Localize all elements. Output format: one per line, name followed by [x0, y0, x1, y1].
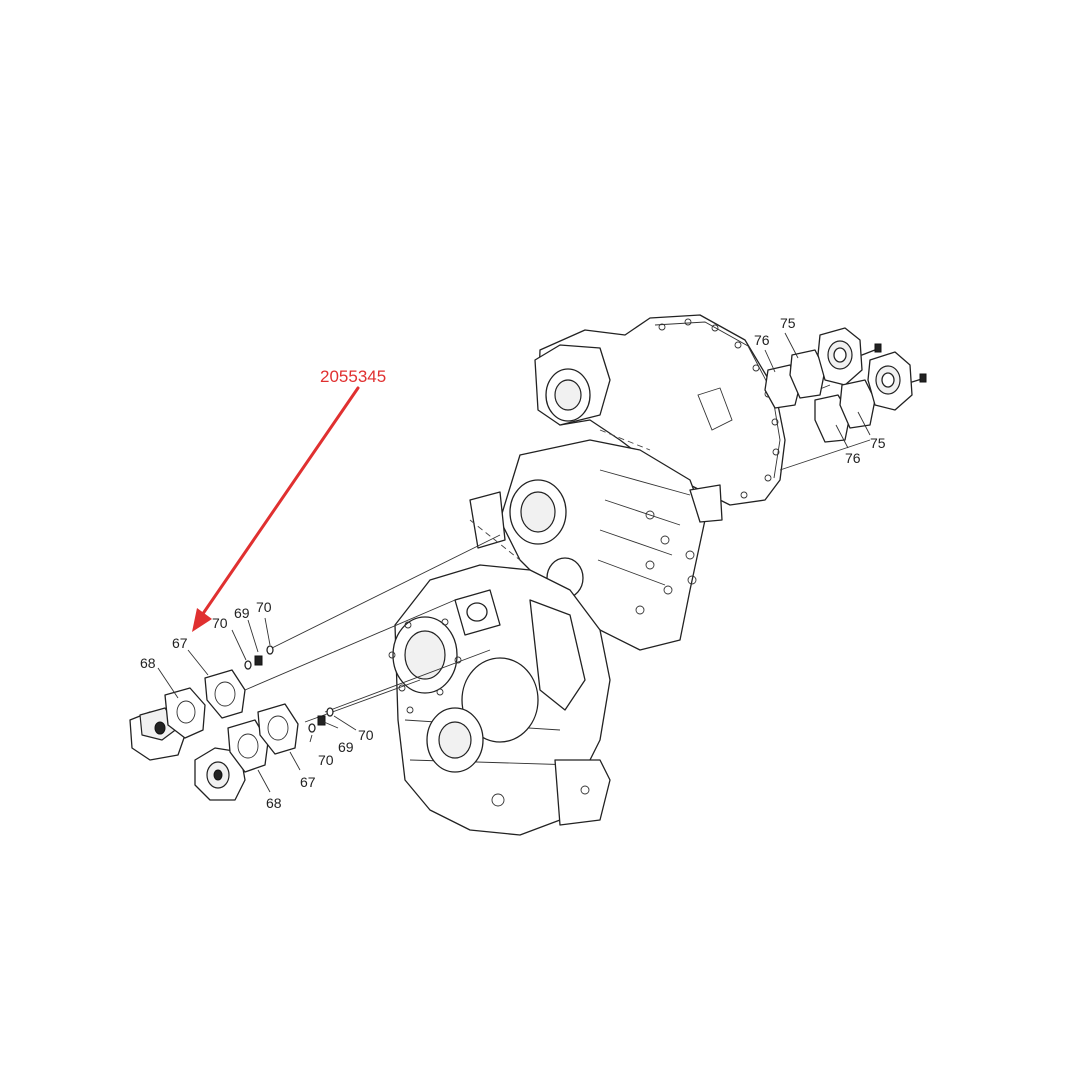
reference-part-number: 2055345 [320, 367, 386, 386]
callout-68-upper: 68 [140, 655, 156, 671]
front-cover-assembly-lower [194, 703, 334, 801]
reference-arrow [192, 386, 360, 632]
assembly-axis-lines [244, 384, 871, 723]
callout-70-a: 70 [212, 615, 228, 631]
callout-70-c: 70 [318, 752, 334, 768]
transmission-housing [388, 314, 786, 836]
callout-76-upper: 76 [754, 332, 770, 348]
callout-75-upper: 75 [780, 315, 796, 331]
rear-cover-assembly-lower [814, 351, 927, 443]
callout-69-upper: 69 [234, 605, 250, 621]
front-cover-assembly-upper [129, 645, 274, 761]
callout-76-lower: 76 [845, 450, 861, 466]
valve-block-holes [635, 510, 697, 615]
bell-flange-bolts [658, 318, 780, 499]
front-flange-bolts [388, 618, 462, 696]
callout-67-upper: 67 [172, 635, 188, 651]
callout-70-d: 70 [358, 727, 374, 743]
callout-70-b: 70 [256, 599, 272, 615]
callout-68-lower: 68 [266, 795, 282, 811]
callout-67-lower: 67 [300, 774, 316, 790]
rear-cover-assembly-upper [764, 327, 882, 409]
callout-69-lower: 69 [338, 739, 354, 755]
callout-75-lower: 75 [870, 435, 886, 451]
callout-leaders [157, 332, 871, 793]
